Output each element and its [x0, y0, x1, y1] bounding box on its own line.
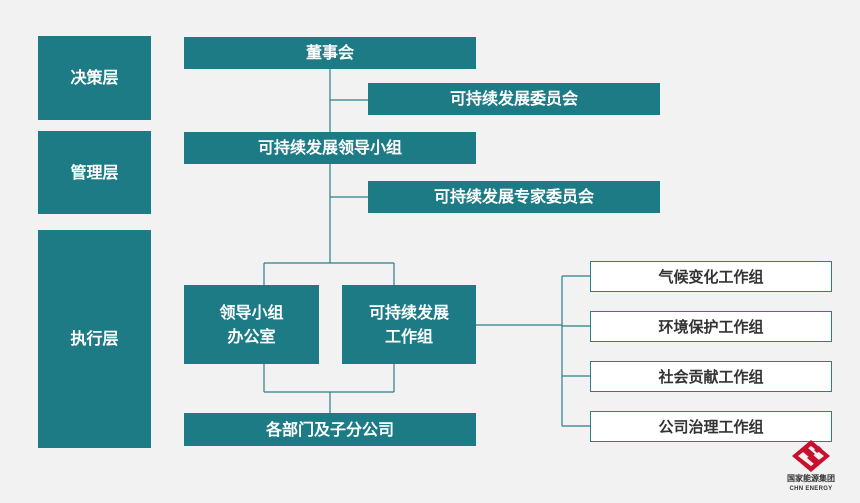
node-leading-group-office: 领导小组 办公室 [184, 285, 319, 364]
node-sd-expert-committee-label: 可持续发展专家委员会 [433, 187, 594, 206]
wg-governance: 公司治理工作组 [590, 411, 832, 442]
logo-name-cn: 国家能源集团 [787, 474, 835, 483]
layer-decision: 决策层 [38, 36, 151, 120]
node-sd-working-group: 可持续发展 工作组 [342, 285, 476, 364]
node-sd-leading-group: 可持续发展领导小组 [184, 132, 476, 164]
wg-social-label: 社会贡献工作组 [658, 367, 764, 386]
wg-climate-label: 气候变化工作组 [658, 267, 764, 286]
node-sd-expert-committee: 可持续发展专家委员会 [368, 181, 660, 213]
node-departments: 各部门及子分公司 [184, 413, 476, 446]
layer-execution-label: 执行层 [70, 329, 119, 348]
logo-mark-icon [792, 440, 830, 472]
node-office-line1: 领导小组 [219, 302, 284, 322]
node-sd-committee-label: 可持续发展委员会 [449, 89, 578, 108]
node-departments-label: 各部门及子分公司 [265, 419, 394, 439]
wg-climate: 气候变化工作组 [590, 261, 832, 292]
wg-environment-label: 环境保护工作组 [658, 317, 764, 336]
node-sd-wg-line2: 工作组 [384, 326, 433, 346]
node-sd-committee: 可持续发展委员会 [368, 83, 660, 115]
logo-name-en: CHN ENERGY [789, 486, 833, 492]
company-logo: 国家能源集团 CHN ENERGY [772, 438, 850, 496]
layer-decision-label: 决策层 [70, 68, 119, 87]
wg-social: 社会贡献工作组 [590, 361, 832, 392]
wg-environment: 环境保护工作组 [590, 311, 832, 342]
node-sd-leading-group-label: 可持续发展领导小组 [257, 138, 402, 157]
node-board: 董事会 [184, 37, 476, 69]
layer-management-label: 管理层 [70, 162, 119, 182]
wg-governance-label: 公司治理工作组 [658, 417, 764, 436]
node-board-label: 董事会 [305, 43, 354, 62]
layer-management: 管理层 [38, 131, 151, 214]
node-sd-wg-line1: 可持续发展 [368, 302, 449, 322]
node-office-line2: 办公室 [227, 326, 276, 346]
layer-execution: 执行层 [38, 230, 151, 448]
